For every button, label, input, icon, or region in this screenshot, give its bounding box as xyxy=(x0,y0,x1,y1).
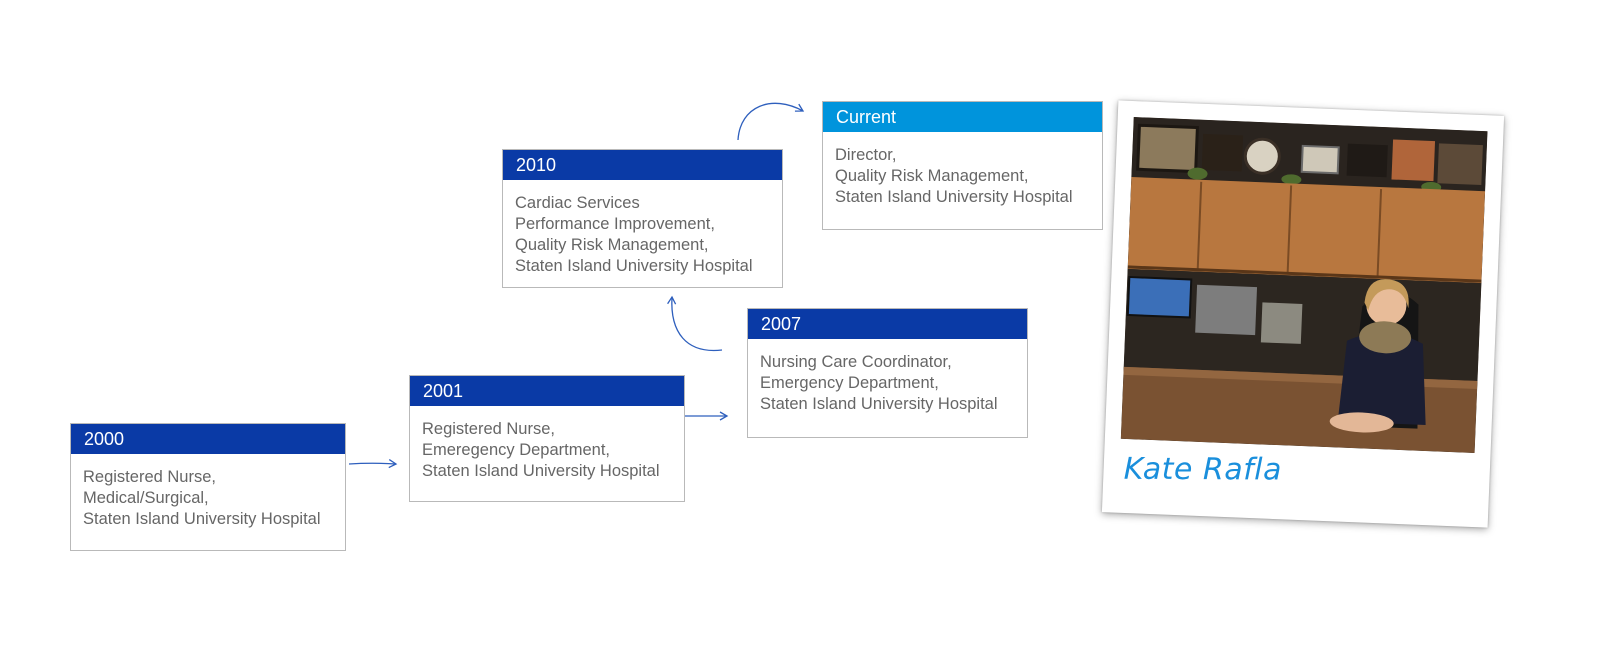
card-year: 2007 xyxy=(748,309,1027,339)
card-details: Registered Nurse, Medical/Surgical, Stat… xyxy=(71,454,345,540)
card-line: Medical/Surgical, xyxy=(83,489,209,507)
card-year: 2010 xyxy=(503,150,782,180)
card-line: Emergency Department, xyxy=(760,374,939,392)
timeline-card-2010: 2010 Cardiac Services Performance Improv… xyxy=(502,149,783,288)
card-year: 2000 xyxy=(71,424,345,454)
office-scene-illustration xyxy=(1120,117,1488,453)
photo-caption: Kate Rafla xyxy=(1123,451,1283,488)
card-year: Current xyxy=(823,102,1102,132)
card-line: Staten Island University Hospital xyxy=(760,395,998,413)
timeline-card-2007: 2007 Nursing Care Coordinator, Emergency… xyxy=(747,308,1028,438)
card-line: Emeregency Department, xyxy=(422,441,611,459)
polaroid-photo: Kate Rafla xyxy=(1101,100,1505,528)
portrait-photo xyxy=(1120,117,1488,453)
card-line: Staten Island University Hospital xyxy=(515,257,753,275)
card-details: Director, Quality Risk Management, State… xyxy=(823,132,1102,218)
arrow-2010-to-current xyxy=(737,102,805,141)
timeline-card-2000: 2000 Registered Nurse, Medical/Surgical,… xyxy=(70,423,346,551)
card-details: Nursing Care Coordinator, Emergency Depa… xyxy=(748,339,1027,425)
card-line: Director, xyxy=(835,146,897,164)
arrow-2007-to-2010 xyxy=(667,295,723,352)
card-line: Registered Nurse, xyxy=(422,420,555,438)
card-line: Registered Nurse, xyxy=(83,468,216,486)
card-line: Staten Island University Hospital xyxy=(83,510,321,528)
timeline-card-current: Current Director, Quality Risk Managemen… xyxy=(822,101,1103,230)
card-line: Quality Risk Management, xyxy=(835,167,1029,185)
card-details: Registered Nurse, Emeregency Department,… xyxy=(410,406,684,492)
arrow-2000-to-2001 xyxy=(348,459,398,469)
card-details: Cardiac Services Performance Improvement… xyxy=(503,180,782,287)
card-line: Cardiac Services xyxy=(515,194,640,212)
card-line: Staten Island University Hospital xyxy=(422,462,660,480)
card-line: Quality Risk Management, xyxy=(515,236,709,254)
card-line: Nursing Care Coordinator, xyxy=(760,353,952,371)
card-year: 2001 xyxy=(410,376,684,406)
card-line: Performance Improvement, xyxy=(515,215,715,233)
timeline-card-2001: 2001 Registered Nurse, Emeregency Depart… xyxy=(409,375,685,502)
card-line: Staten Island University Hospital xyxy=(835,188,1073,206)
